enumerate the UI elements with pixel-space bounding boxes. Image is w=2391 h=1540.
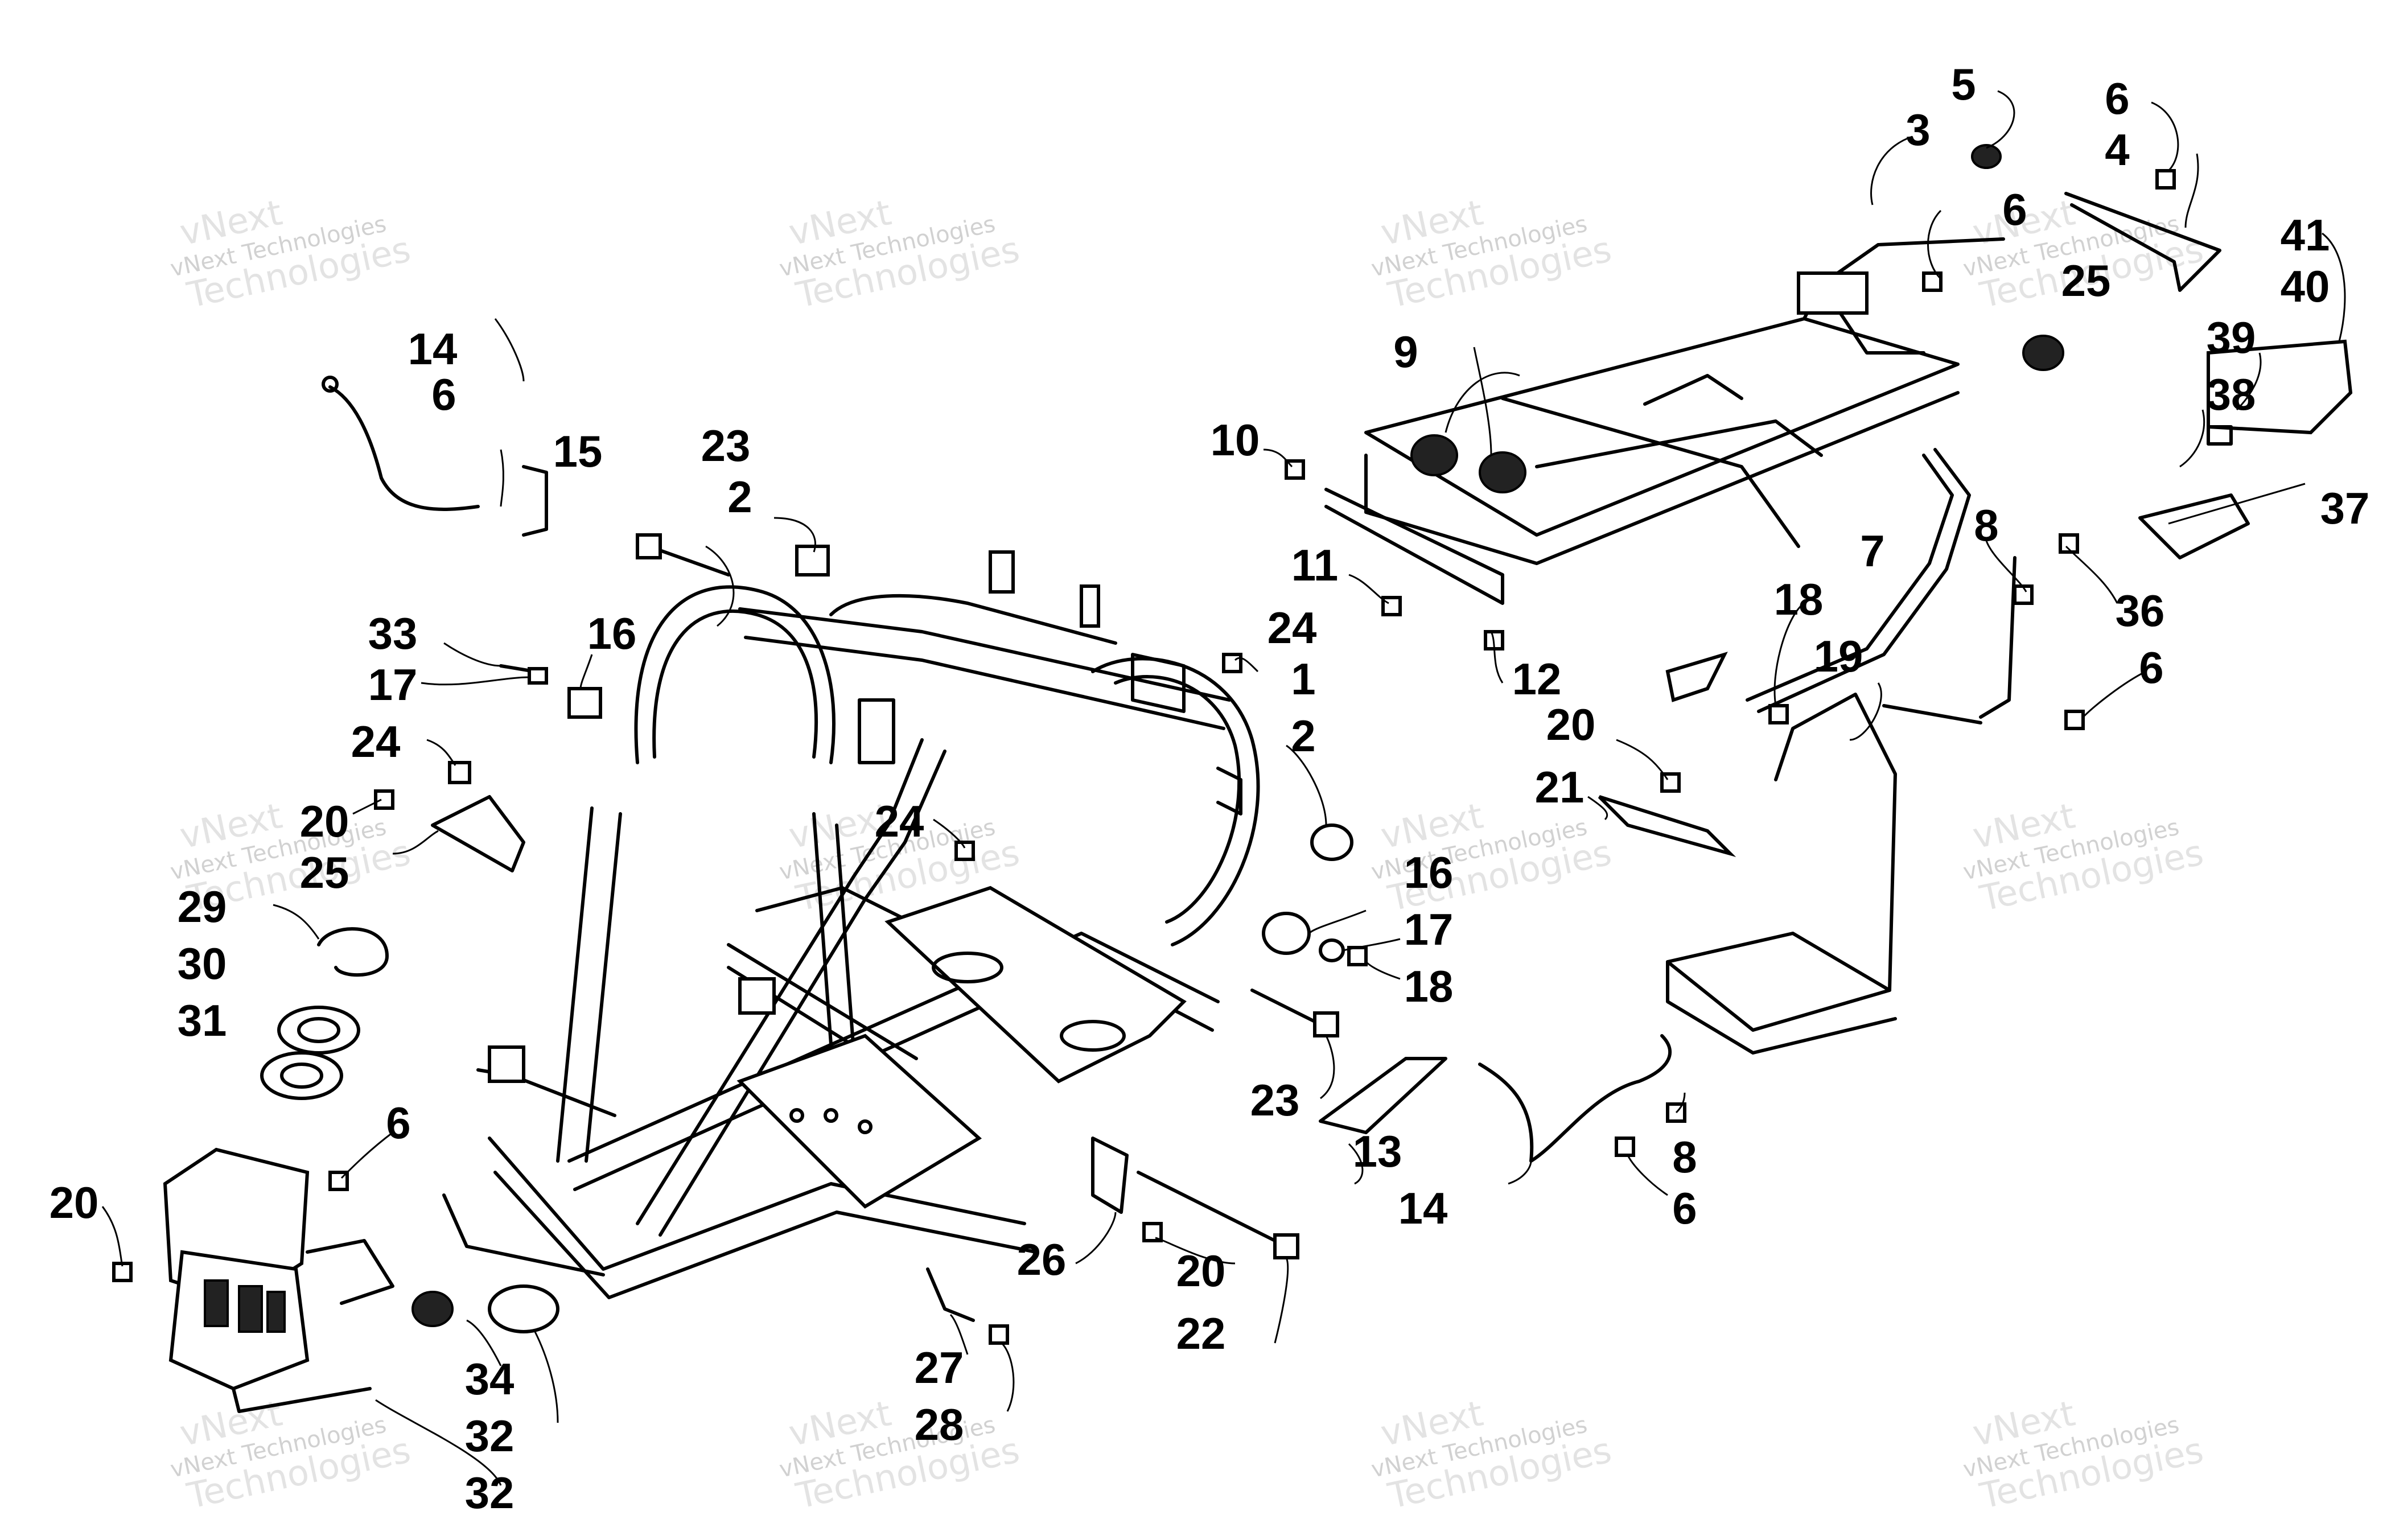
callout-6: 6 (2002, 184, 2027, 234)
tail-light-assembly (2138, 339, 2353, 559)
callout-16: 16 (587, 608, 637, 658)
callout-6: 6 (2139, 643, 2163, 693)
callout-33: 33 (368, 608, 418, 658)
callout-10: 10 (1211, 415, 1260, 465)
callout-20: 20 (1546, 699, 1596, 750)
callout-40: 40 (2281, 261, 2330, 311)
callout-3: 3 (1906, 105, 1930, 155)
callout-27: 28 (915, 1399, 964, 1450)
rear-subframe (1324, 144, 2221, 713)
callout-23: 23 (1250, 1075, 1300, 1125)
callout-11: 11 (1291, 540, 1338, 590)
callout-22: 22 (1176, 1308, 1226, 1358)
callout-6: 6 (386, 1098, 410, 1148)
callout-16: 16 (1404, 847, 1454, 897)
callout-24: 24 (1267, 603, 1317, 653)
left-hardware (112, 376, 830, 1282)
callout-34: 34 (465, 1354, 515, 1404)
callout-32: 32 (465, 1468, 515, 1518)
callout-41: 41 (2281, 210, 2330, 260)
callout-labels: 5 3 6 4 6 25 41 40 39 38 37 36 6 8 7 18 … (50, 59, 2370, 1518)
callout-31: 32 (465, 1411, 515, 1461)
callout-18: 18 (1774, 574, 1824, 624)
callout-8: 8 (1672, 1132, 1697, 1182)
callout-20: 20 (300, 796, 349, 846)
callout-36: 36 (2116, 586, 2165, 636)
callout-39: 39 (2207, 312, 2256, 363)
callout-25: 25 (300, 847, 349, 897)
center-hardware (926, 459, 1686, 1345)
callout-2: 2 (727, 472, 752, 522)
callout-25: 26 (1017, 1234, 1067, 1284)
callout-7: 7 (1860, 526, 1884, 576)
callout-6: 6 (2105, 73, 2129, 123)
callout-15: 15 (553, 426, 603, 476)
callout-19: 19 (1814, 631, 1863, 681)
callout-25: 25 (2061, 256, 2111, 306)
callout-12: 12 (1512, 654, 1562, 704)
callout-1: 1 (1291, 654, 1315, 704)
callout-21: 21 (1535, 762, 1585, 812)
front-bumper (163, 1147, 559, 1413)
callout-30: 31 (178, 995, 227, 1045)
callout-28: 29 (178, 882, 227, 932)
callout-18: 18 (1404, 961, 1454, 1011)
callout-24: 24 (875, 796, 924, 846)
main-frame (442, 550, 1260, 1299)
callout-17: 17 (1404, 904, 1454, 954)
callout-5: 4 (2105, 125, 2129, 175)
watermarks: vNext vNext Technologies Technologies vN… (168, 191, 2207, 1517)
callout-26: 27 (915, 1343, 964, 1393)
callout-23: 23 (701, 421, 751, 471)
callout-4: 5 (1951, 59, 1976, 109)
footrest (1598, 556, 2016, 1055)
callout-38: 38 (2207, 369, 2256, 419)
callout-17: 17 (368, 660, 418, 710)
callout-8: 8 (1974, 500, 1998, 550)
leader-lines (101, 90, 2346, 1486)
callout-13: 13 (1353, 1126, 1402, 1176)
callout-14: 14 (1398, 1183, 1448, 1233)
callout-29: 30 (178, 938, 227, 989)
callout-6: 6 (1672, 1183, 1697, 1233)
callout-37: 37 (2320, 483, 2370, 533)
callout-24: 24 (351, 717, 401, 767)
callout-20: 20 (50, 1177, 99, 1228)
callout-20: 20 (1176, 1246, 1226, 1296)
callout-6: 6 (431, 369, 456, 419)
callout-2: 2 (1291, 711, 1315, 761)
callout-14: 14 (408, 324, 458, 374)
callout-9: 9 (1393, 327, 1418, 377)
